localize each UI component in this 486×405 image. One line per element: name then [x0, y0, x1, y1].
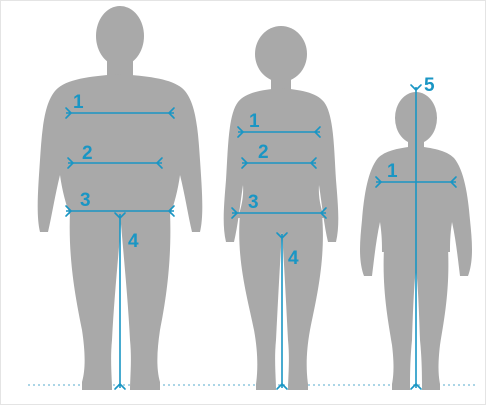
woman-bust-label: 1 [249, 111, 260, 132]
child-chest-label: 1 [387, 161, 398, 182]
man-hips-label: 3 [80, 190, 91, 211]
child-height-label: 5 [424, 75, 435, 96]
man-waist-label: 2 [82, 143, 93, 164]
man-chest-label: 1 [73, 92, 84, 113]
woman-inseam-label: 4 [288, 248, 299, 269]
man-inseam-label: 4 [128, 231, 139, 252]
woman-hips-label: 3 [248, 192, 259, 213]
woman-silhouette [224, 26, 339, 390]
woman-waist-label: 2 [258, 142, 269, 163]
